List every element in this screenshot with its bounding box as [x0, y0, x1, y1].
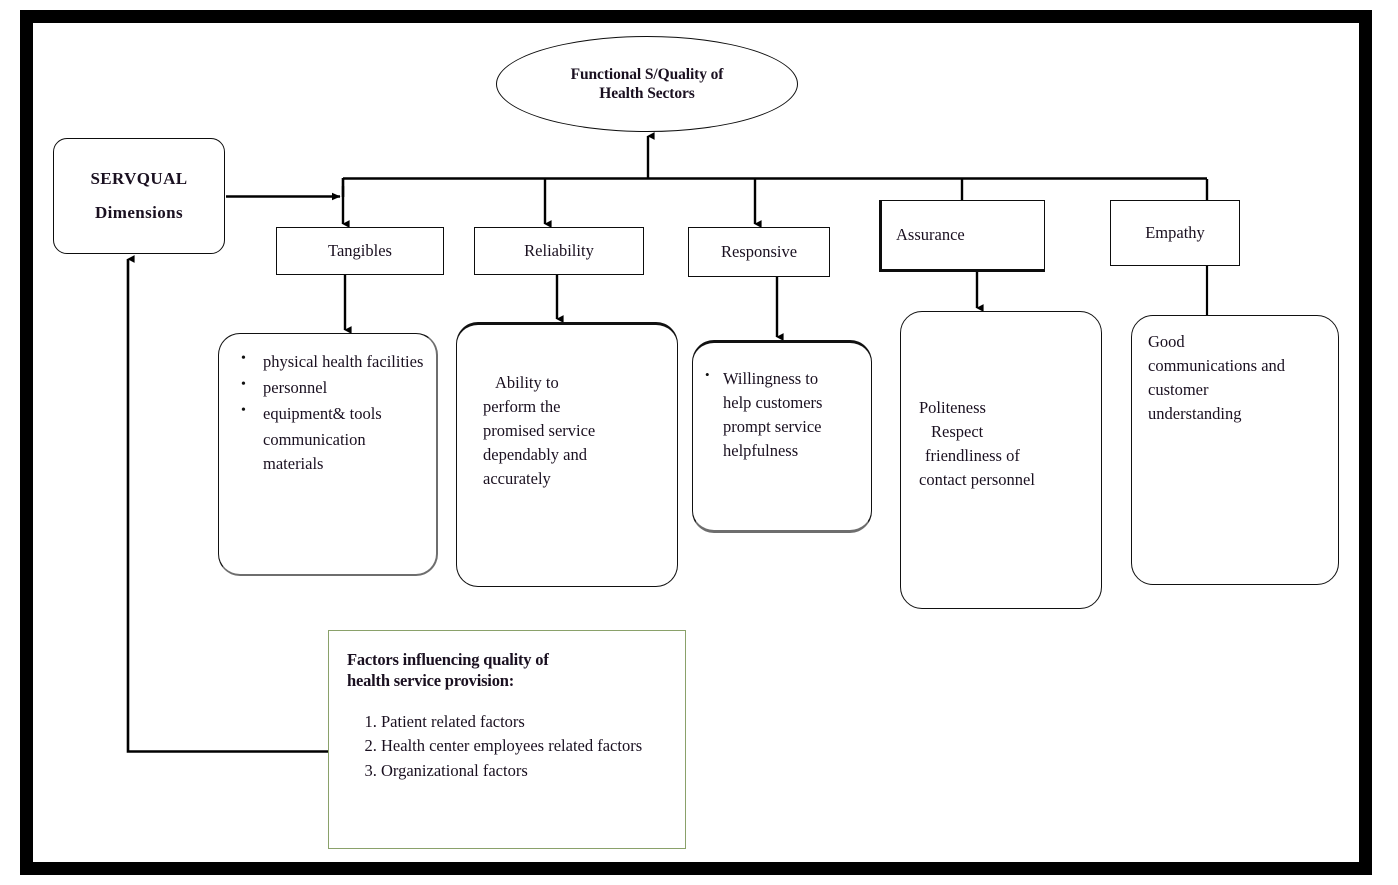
reliability-line-2: perform the: [483, 396, 561, 416]
assurance-line-2: Respect: [931, 421, 984, 441]
responsive-line-2: help customers: [723, 392, 823, 412]
list-item: Patient related factors: [381, 710, 671, 733]
detail-box-empathy: Good communications and customer underst…: [1131, 315, 1339, 585]
dimension-box-assurance: Assurance: [879, 200, 1045, 272]
detail-box-reliability: Ability to perform the promised service …: [456, 322, 678, 587]
factors-note-box: Factors influencing quality of health se…: [328, 630, 686, 849]
empathy-line-4: understanding: [1148, 403, 1242, 423]
responsive-line-3: prompt service: [723, 416, 822, 436]
dimension-box-empathy: Empathy: [1110, 200, 1240, 266]
detail-box-tangibles: physical health facilities personnel equ…: [218, 333, 438, 576]
reliability-line-5: accurately: [483, 468, 551, 488]
detail-box-assurance: Politeness Respect friendliness of conta…: [900, 311, 1102, 609]
responsive-line-1: Willingness to: [701, 366, 863, 391]
tangibles-extra-line-1: communication: [263, 429, 366, 449]
dimension-box-reliability: Reliability: [474, 227, 644, 275]
dimension-label-tangibles: Tangibles: [328, 241, 392, 260]
factors-title: Factors influencing quality of health se…: [347, 649, 671, 692]
dimension-label-empathy: Empathy: [1145, 223, 1205, 242]
detail-box-responsive: Willingness to help customers prompt ser…: [692, 340, 872, 533]
reliability-line-4: dependably and: [483, 444, 588, 464]
tangibles-bullet-list: physical health facilities personnel equ…: [233, 349, 426, 426]
goal-line-1: Functional S/Quality of: [570, 65, 724, 83]
empathy-line-1: Good: [1148, 332, 1185, 351]
empathy-line-3: customer: [1148, 379, 1209, 399]
assurance-line-4: contact personnel: [919, 469, 1035, 489]
empathy-line-2: communications and: [1148, 355, 1286, 375]
list-item: physical health facilities: [241, 349, 426, 374]
assurance-line-3: friendliness of: [925, 445, 1020, 465]
responsive-line-4: helpfulness: [723, 440, 799, 460]
dimension-box-responsive: Responsive: [688, 227, 830, 277]
factors-title-line-1: Factors influencing quality of: [347, 650, 549, 669]
reliability-line-3: promised service: [483, 420, 596, 440]
factors-list: Patient related factors Health center em…: [347, 710, 671, 782]
goal-line-2: Health Sectors: [599, 85, 695, 102]
servqual-line-1: SERVQUAL: [90, 169, 188, 188]
servqual-line-2: Dimensions: [94, 203, 184, 222]
list-item: Organizational factors: [381, 759, 671, 782]
dimension-label-reliability: Reliability: [524, 241, 594, 260]
list-item: personnel: [241, 375, 426, 400]
dimension-label-assurance: Assurance: [896, 225, 965, 244]
assurance-line-1: Politeness: [919, 398, 986, 417]
dimension-label-responsive: Responsive: [720, 242, 798, 261]
list-item: equipment& tools: [241, 401, 426, 426]
goal-node: Functional S/Quality of Health Sectors: [496, 36, 798, 132]
factors-title-line-2: health service provision:: [347, 671, 515, 691]
reliability-line-1: Ability to: [495, 373, 559, 392]
list-item: Health center employees related factors: [381, 734, 671, 757]
dimension-box-tangibles: Tangibles: [276, 227, 444, 275]
servqual-dimensions-node: SERVQUAL Dimensions: [53, 138, 225, 254]
tangibles-extra-line-2: materials: [263, 453, 324, 473]
